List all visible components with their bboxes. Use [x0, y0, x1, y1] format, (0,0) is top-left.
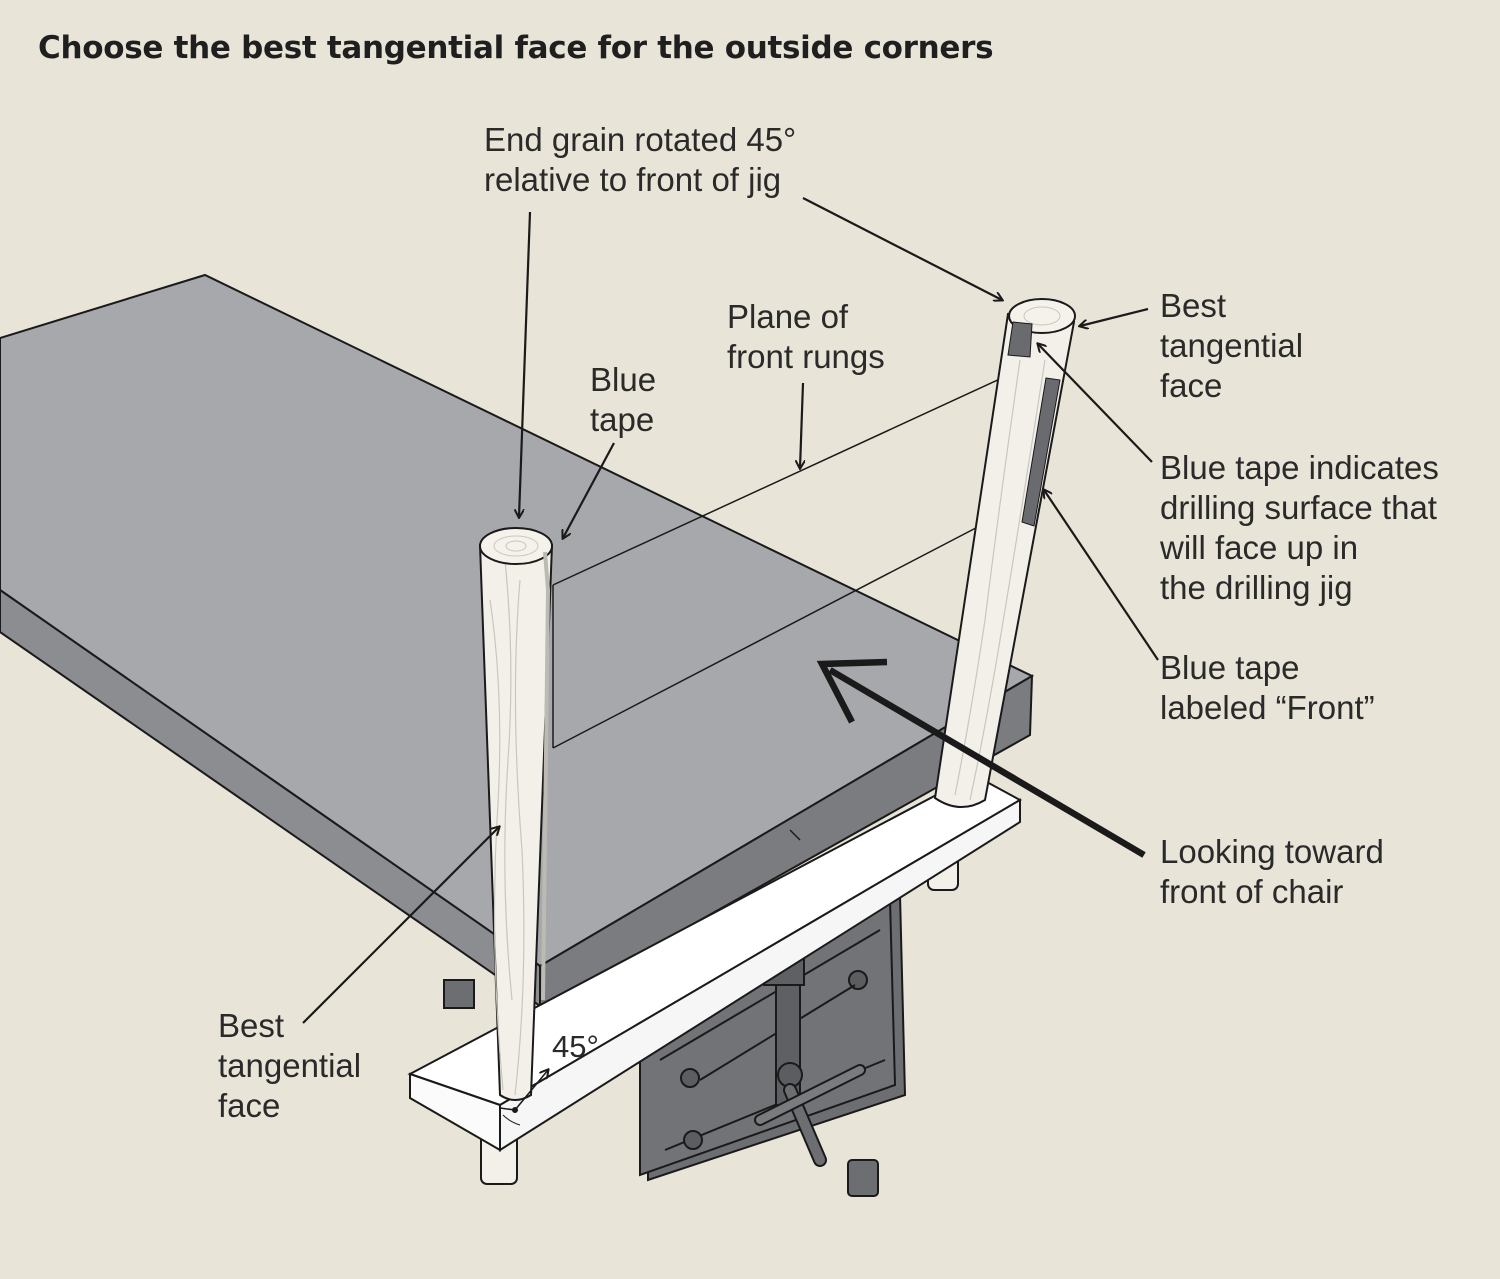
- front-tape-arrow: [1044, 490, 1159, 661]
- right-leg: [933, 298, 1076, 808]
- left-leg-end-grain: [479, 527, 553, 565]
- bench-dog: [443, 979, 475, 1009]
- drilling-surface-arrow: [1038, 344, 1153, 463]
- best-face-left-arrow: [302, 827, 499, 1024]
- callout-arrows: [302, 197, 1159, 1024]
- label-best-face-right: Best tangential face: [1160, 287, 1304, 404]
- label-best-face-left: Best tangential face: [218, 1007, 362, 1124]
- blue-tape-arrow: [563, 442, 615, 538]
- looking-arrow: [828, 667, 1146, 858]
- label-angle: 45°: [552, 1029, 599, 1064]
- end-grain-arrow-right: [802, 197, 1002, 300]
- label-looking-toward-front: Looking toward front of chair: [1160, 833, 1384, 910]
- jig-board: [407, 773, 1023, 1152]
- top-tape: [1007, 321, 1033, 358]
- label-end-grain: End grain rotated 45° relative to front …: [484, 121, 797, 198]
- diagram-title: Choose the best tangential face for the …: [38, 30, 994, 66]
- looking-arrow-head: [816, 658, 888, 724]
- bench-vise: [639, 893, 907, 1197]
- best-face-right-arrow: [1080, 307, 1149, 326]
- front-tape: [1021, 377, 1061, 527]
- jig-side: [499, 798, 1021, 1152]
- bench-end-face: [539, 674, 1034, 1012]
- plane-arrow: [800, 382, 803, 468]
- left-leg: [478, 527, 554, 1101]
- label-front-tape: Blue tape labeled “Front”: [1160, 649, 1375, 726]
- end-grain-arrow-left: [519, 211, 532, 517]
- rung-plane-lines: [552, 371, 1016, 749]
- label-blue-tape: Blue tape: [590, 361, 657, 438]
- label-drilling-surface: Blue tape indicates drilling surface tha…: [1160, 449, 1439, 606]
- angle-marker: [499, 1070, 548, 1126]
- label-plane-of-front-rungs: Plane of front rungs: [727, 298, 885, 375]
